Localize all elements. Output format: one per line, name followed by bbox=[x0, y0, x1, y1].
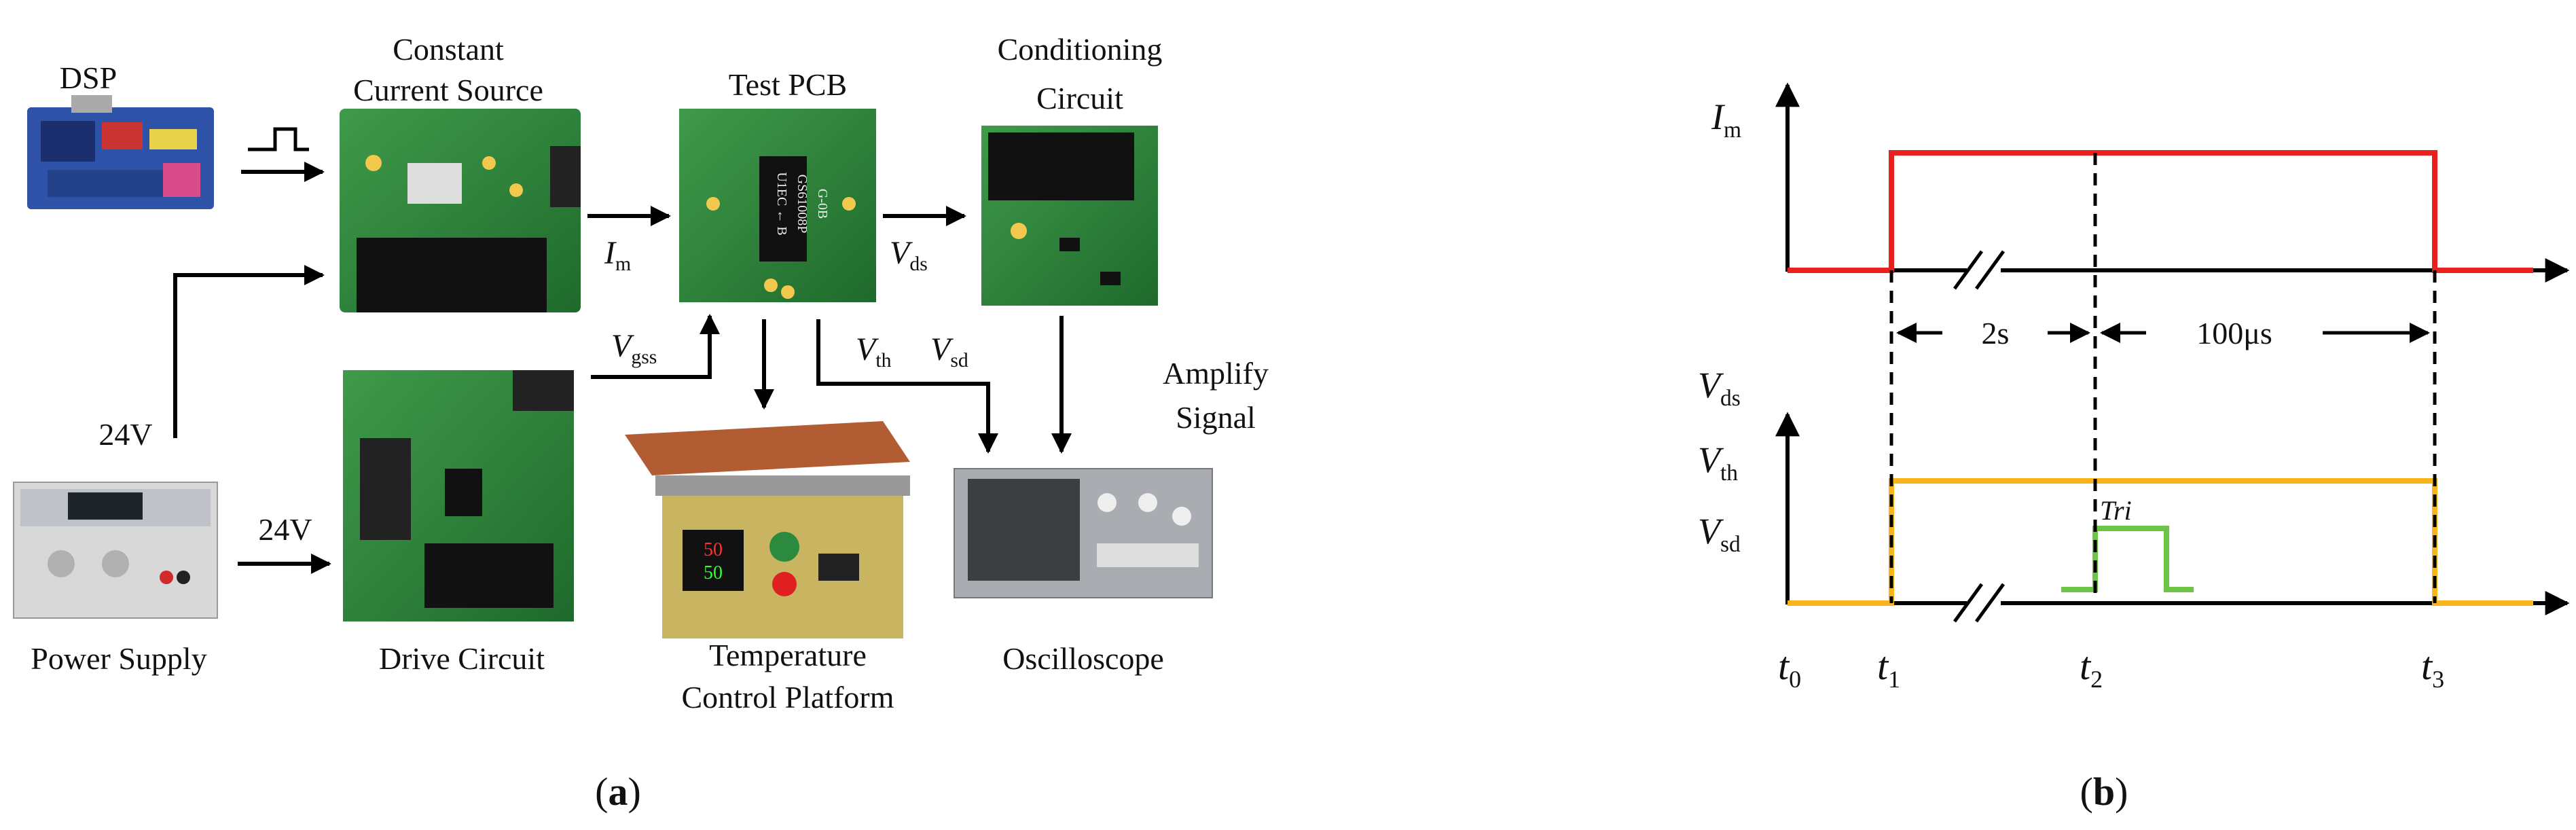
arrow-supply-to-ccs bbox=[173, 265, 325, 438]
axis-break-top bbox=[1953, 250, 2006, 290]
temperature-label-line2: Control Platform bbox=[681, 680, 894, 715]
bottom-y-label-2-base: V bbox=[1698, 439, 1724, 480]
drive-circuit-board bbox=[343, 370, 574, 621]
interval2-label: 100μs bbox=[2196, 316, 2272, 350]
voltage-label-vertical: 24V bbox=[98, 417, 152, 452]
temp-display-top: 50 bbox=[704, 539, 723, 560]
time-label-t3-base: t bbox=[2421, 644, 2433, 688]
signal-im-sub: m bbox=[615, 253, 631, 275]
time-label-t2-sub: 2 bbox=[2090, 666, 2103, 693]
bottom-y-label-2-sub: th bbox=[1720, 461, 1738, 486]
panel-b-caption-open: ( bbox=[2080, 770, 2093, 814]
ccs-label-line1: Constant bbox=[393, 32, 504, 67]
panel-a-caption-letter: a bbox=[609, 770, 628, 814]
test-pcb-label: Test PCB bbox=[729, 67, 847, 102]
panel-b-caption-letter: b bbox=[2093, 770, 2115, 814]
bottom-y-label-1-sub: ds bbox=[1720, 386, 1741, 411]
ccs-label-line2: Current Source bbox=[353, 73, 543, 107]
arrow-pcb-to-scope bbox=[816, 319, 998, 454]
amplify-label-line1: Amplify bbox=[1163, 356, 1269, 391]
power-supply-unit bbox=[13, 482, 218, 619]
signal-vgss-sub: gss bbox=[631, 346, 657, 368]
bottom-y-label-3: Vsd bbox=[1698, 511, 1741, 557]
drive-circuit-label: Drive Circuit bbox=[379, 641, 545, 676]
voltage-label-horizontal: 24V bbox=[258, 512, 312, 547]
time-label-t1: t1 bbox=[1877, 644, 1900, 693]
panel-a-caption-close: ) bbox=[628, 770, 641, 814]
signal-vds-base: V bbox=[890, 235, 913, 271]
conditioning-label-line1: Conditioning bbox=[998, 32, 1163, 67]
dsp-label: DSP bbox=[60, 60, 117, 95]
chip-marking-1: G-0B bbox=[815, 189, 830, 219]
voltage-waveform bbox=[1788, 478, 2533, 606]
bottom-y-label-2: Vth bbox=[1698, 439, 1738, 486]
signal-vgss-label: Vgss bbox=[611, 328, 657, 368]
axis-break-bottom bbox=[1953, 583, 2006, 623]
signal-vth-sub: th bbox=[875, 349, 891, 372]
trigger-pulse-label: Tri bbox=[2100, 495, 2132, 526]
signal-vsd-base: V bbox=[930, 331, 954, 367]
oscilloscope-unit bbox=[954, 468, 1213, 598]
interval1-label: 2s bbox=[1982, 316, 2010, 350]
time-label-t3: t3 bbox=[2421, 644, 2444, 693]
chip-marking-2: GS61008P bbox=[795, 175, 810, 234]
time-label-t2: t2 bbox=[2080, 644, 2103, 693]
top-y-label-sub: m bbox=[1724, 118, 1741, 143]
bottom-y-label-1-base: V bbox=[1698, 365, 1724, 405]
time-label-t1-sub: 1 bbox=[1888, 666, 1900, 693]
dsp-board bbox=[27, 95, 214, 209]
signal-vds-sub: ds bbox=[909, 253, 927, 275]
panel-b-caption: (b) bbox=[2080, 770, 2128, 814]
signal-im-base: I bbox=[604, 235, 617, 271]
conditioning-label-line2: Circuit bbox=[1036, 81, 1123, 115]
temperature-label-line1: Temperature bbox=[709, 638, 867, 672]
panel-a-caption: (a) bbox=[595, 770, 641, 814]
signal-vth-label: Vth bbox=[856, 331, 892, 372]
amplify-label-line2: Signal bbox=[1176, 400, 1256, 435]
time-label-t0: t0 bbox=[1778, 644, 1801, 693]
power-supply-label: Power Supply bbox=[31, 641, 206, 676]
bottom-y-label-3-sub: sd bbox=[1720, 532, 1741, 557]
panel-a: DSP Constant Current Source G-0B GS61008… bbox=[13, 32, 1269, 814]
conditioning-circuit-board bbox=[981, 126, 1158, 306]
signal-vsd-label: Vsd bbox=[930, 331, 968, 372]
pulse-icon bbox=[248, 127, 309, 151]
current-waveform bbox=[1788, 150, 2533, 273]
temperature-platform: 50 50 bbox=[625, 421, 910, 638]
top-y-label: Im bbox=[1711, 96, 1741, 143]
signal-im-label: Im bbox=[604, 235, 631, 275]
constant-current-source-board bbox=[340, 109, 581, 312]
trigger-pulse bbox=[2061, 526, 2194, 592]
panel-b-timing-diagram: 2s 100μs Tri Im Vds Vth Vsd t0 t1 t2 t3 … bbox=[1698, 82, 2570, 814]
bottom-y-label-1: Vds bbox=[1698, 365, 1741, 411]
signal-vth-base: V bbox=[856, 331, 879, 367]
arrow-drive-to-pcb bbox=[591, 314, 720, 379]
time-label-t3-sub: 3 bbox=[2432, 666, 2444, 693]
test-pcb-board bbox=[679, 109, 876, 302]
panel-a-caption-open: ( bbox=[595, 770, 608, 814]
signal-vsd-sub: sd bbox=[950, 349, 968, 372]
panel-b-caption-close: ) bbox=[2115, 770, 2128, 814]
signal-vds-label: Vds bbox=[890, 235, 928, 275]
top-y-label-base: I bbox=[1711, 96, 1726, 137]
oscilloscope-label: Oscilloscope bbox=[1002, 641, 1164, 676]
time-label-t2-base: t bbox=[2080, 644, 2092, 688]
time-label-t0-base: t bbox=[1778, 644, 1790, 688]
time-label-t0-sub: 0 bbox=[1789, 666, 1801, 693]
signal-vgss-base: V bbox=[611, 328, 634, 364]
chip-marking-3: U1EC ← B bbox=[774, 172, 789, 235]
time-label-t1-base: t bbox=[1877, 644, 1889, 688]
temp-display-bottom: 50 bbox=[704, 562, 723, 583]
bottom-y-label-3-base: V bbox=[1698, 511, 1724, 552]
